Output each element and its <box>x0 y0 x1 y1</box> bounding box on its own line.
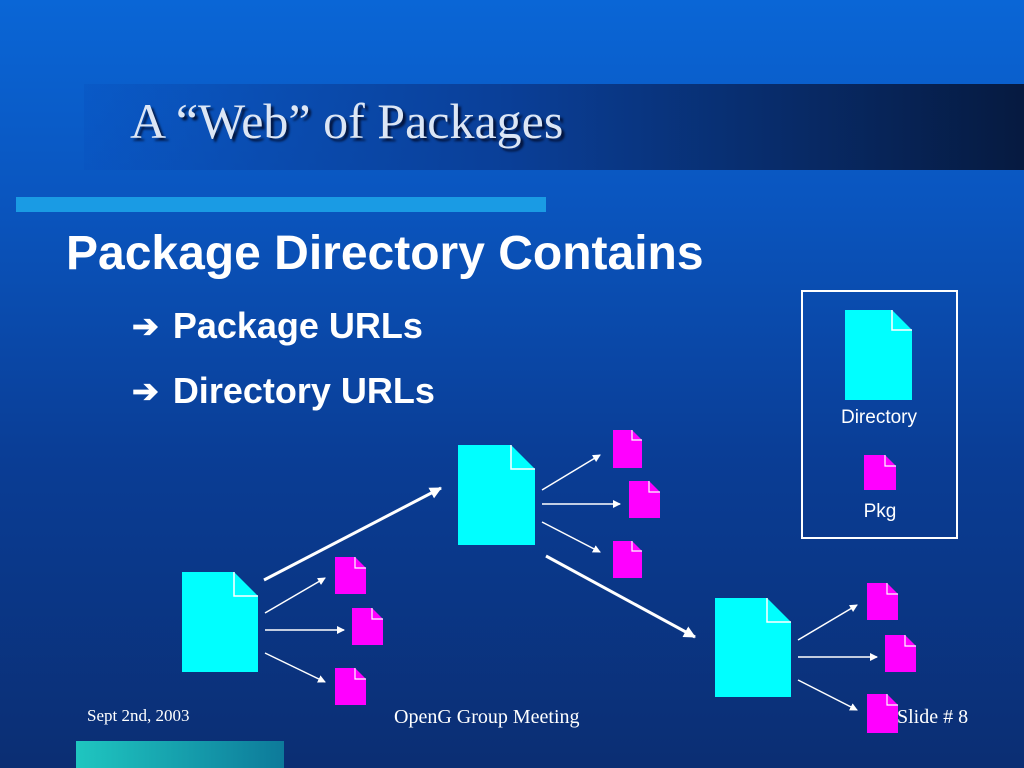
package-doc-icon <box>335 557 366 594</box>
link-arrow <box>541 521 601 553</box>
legend-box <box>801 290 958 539</box>
bullet-directory-urls: ➔ Directory URLs <box>132 370 435 412</box>
legend-pkg-icon <box>864 455 896 490</box>
footer-date: Sept 2nd, 2003 <box>87 706 190 725</box>
footer-accent-strip <box>76 741 284 768</box>
slide-title: A “Web” of Packages <box>130 93 564 149</box>
footer-title: OpenG Group Meeting <box>394 706 580 728</box>
directory-link-arrow <box>545 554 696 639</box>
bullet-text: Directory URLs <box>172 370 435 411</box>
right-arrow-icon: ➔ <box>132 373 159 409</box>
directory-doc-icon <box>715 598 791 697</box>
link-arrow <box>264 652 326 683</box>
directory-link-arrow <box>263 486 442 582</box>
bullet-package-urls: ➔ Package URLs <box>132 305 423 347</box>
package-doc-icon <box>629 481 660 518</box>
slide-number: Slide # 8 <box>897 706 969 728</box>
right-arrow-icon: ➔ <box>132 308 159 344</box>
package-doc-icon <box>335 668 366 705</box>
link-arrow <box>264 577 326 614</box>
title-rule <box>16 197 546 212</box>
bullet-text: Package URLs <box>172 305 423 346</box>
slide-heading: Package Directory Contains <box>66 227 704 280</box>
directory-doc-icon <box>182 572 258 672</box>
legend-pkg-label: Pkg <box>864 501 897 522</box>
package-doc-icon <box>352 608 383 645</box>
legend-directory-label: Directory <box>841 407 918 428</box>
link-arrow <box>797 679 858 711</box>
package-doc-icon <box>867 694 898 733</box>
legend-directory-icon <box>845 310 912 400</box>
package-doc-icon <box>867 583 898 620</box>
link-arrow <box>541 454 601 491</box>
link-arrow <box>797 604 858 641</box>
directory-doc-icon <box>458 445 535 545</box>
package-doc-icon <box>613 541 642 578</box>
package-doc-icon <box>885 635 916 672</box>
package-doc-icon <box>613 430 642 468</box>
title-band <box>84 84 1024 170</box>
